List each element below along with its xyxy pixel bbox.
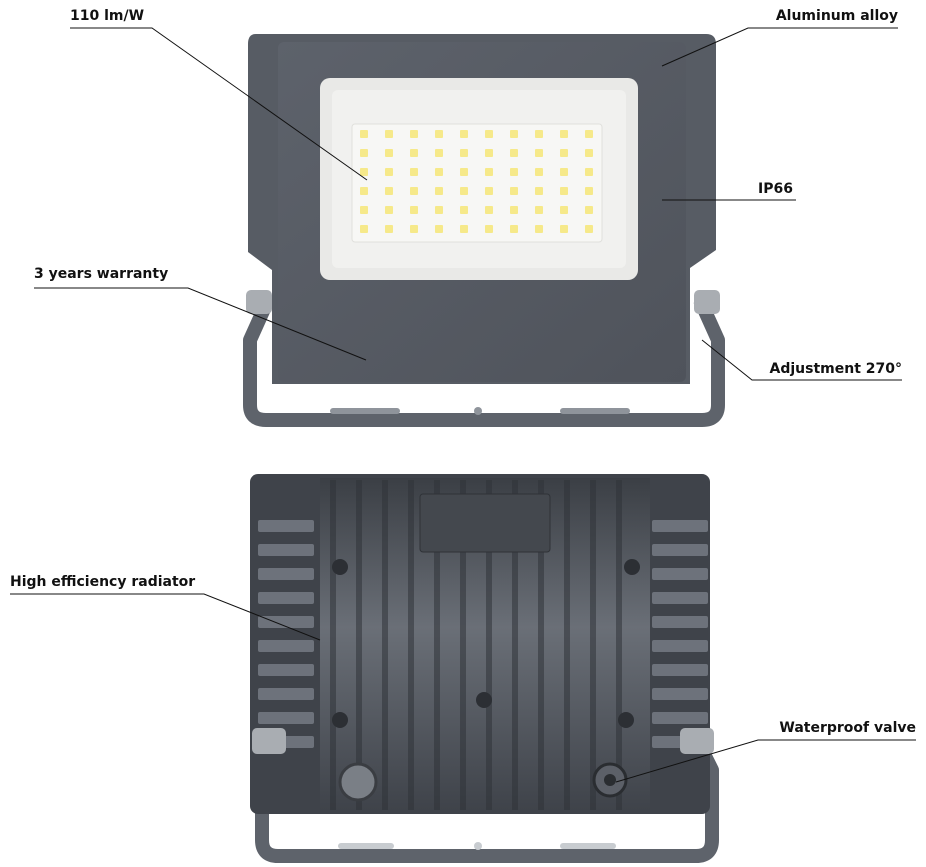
label-plate <box>419 493 551 553</box>
led-chip <box>435 187 443 195</box>
led-chip <box>410 206 418 214</box>
led-chip <box>560 206 568 214</box>
led-chip <box>360 225 368 233</box>
led-chip <box>535 225 543 233</box>
led-chip <box>560 187 568 195</box>
led-chip <box>360 187 368 195</box>
bracket-bolt-back-left <box>252 728 286 754</box>
led-chip <box>460 149 468 157</box>
led-chip <box>510 149 518 157</box>
led-chip <box>385 149 393 157</box>
led-chip <box>485 149 493 157</box>
callout-material: Aluminum alloy <box>775 8 898 24</box>
callout-radiator: High efficiency radiator <box>10 574 196 590</box>
led-chip <box>360 206 368 214</box>
led-chip <box>410 130 418 138</box>
led-chip <box>360 149 368 157</box>
led-chip <box>435 225 443 233</box>
led-chip <box>385 187 393 195</box>
mounting-bracket-front <box>243 297 725 427</box>
callout-adjustment: Adjustment 270° <box>769 361 903 377</box>
led-chip <box>535 149 543 157</box>
led-chip <box>460 130 468 138</box>
led-chip <box>585 225 593 233</box>
led-chip <box>485 187 493 195</box>
callout-warranty: 3 years warranty <box>34 266 169 282</box>
radiator-fins-left <box>258 520 314 748</box>
cable-gland <box>338 762 378 802</box>
bracket-bolt-back-right <box>680 728 714 754</box>
led-chip <box>410 187 418 195</box>
led-chip <box>485 130 493 138</box>
led-chip <box>535 168 543 176</box>
callout-valve: Waterproof valve <box>779 720 916 736</box>
led-chip <box>585 149 593 157</box>
led-chip <box>385 130 393 138</box>
led-chip <box>560 130 568 138</box>
led-chip <box>360 130 368 138</box>
led-chip <box>585 168 593 176</box>
led-chip <box>510 225 518 233</box>
bracket-bolt-right <box>694 290 720 314</box>
led-chip <box>585 130 593 138</box>
led-chip <box>535 206 543 214</box>
led-chip <box>460 225 468 233</box>
led-chip <box>560 149 568 157</box>
led-chip <box>510 187 518 195</box>
led-chip <box>435 168 443 176</box>
led-chip <box>535 187 543 195</box>
led-chip <box>460 206 468 214</box>
led-chip <box>460 187 468 195</box>
led-chip <box>460 168 468 176</box>
led-chip <box>485 168 493 176</box>
callout-efficacy: 110 lm/W <box>70 8 145 24</box>
led-chip <box>585 206 593 214</box>
led-array <box>360 130 593 233</box>
led-chip <box>435 206 443 214</box>
callout-ip-rating: IP66 <box>758 181 793 197</box>
led-chip <box>385 168 393 176</box>
led-chip <box>385 225 393 233</box>
led-chip <box>435 149 443 157</box>
led-chip <box>435 130 443 138</box>
led-chip <box>410 225 418 233</box>
led-chip <box>560 225 568 233</box>
led-chip <box>485 225 493 233</box>
led-chip <box>385 206 393 214</box>
radiator-ribs <box>330 480 622 810</box>
led-chip <box>510 168 518 176</box>
led-chip <box>360 168 368 176</box>
led-chip <box>560 168 568 176</box>
bracket-bolt-left <box>246 290 272 314</box>
mounting-bracket-back <box>255 726 719 863</box>
led-chip <box>410 168 418 176</box>
led-panel <box>351 123 603 243</box>
floodlight-back-view <box>250 474 719 863</box>
led-chip <box>510 206 518 214</box>
floodlight-front-view <box>243 34 725 427</box>
led-chip <box>410 149 418 157</box>
callout-leader-lines <box>10 27 916 783</box>
radiator-fins-right <box>652 520 708 748</box>
led-chip <box>585 187 593 195</box>
led-chip <box>535 130 543 138</box>
led-chip <box>485 206 493 214</box>
led-chip <box>510 130 518 138</box>
